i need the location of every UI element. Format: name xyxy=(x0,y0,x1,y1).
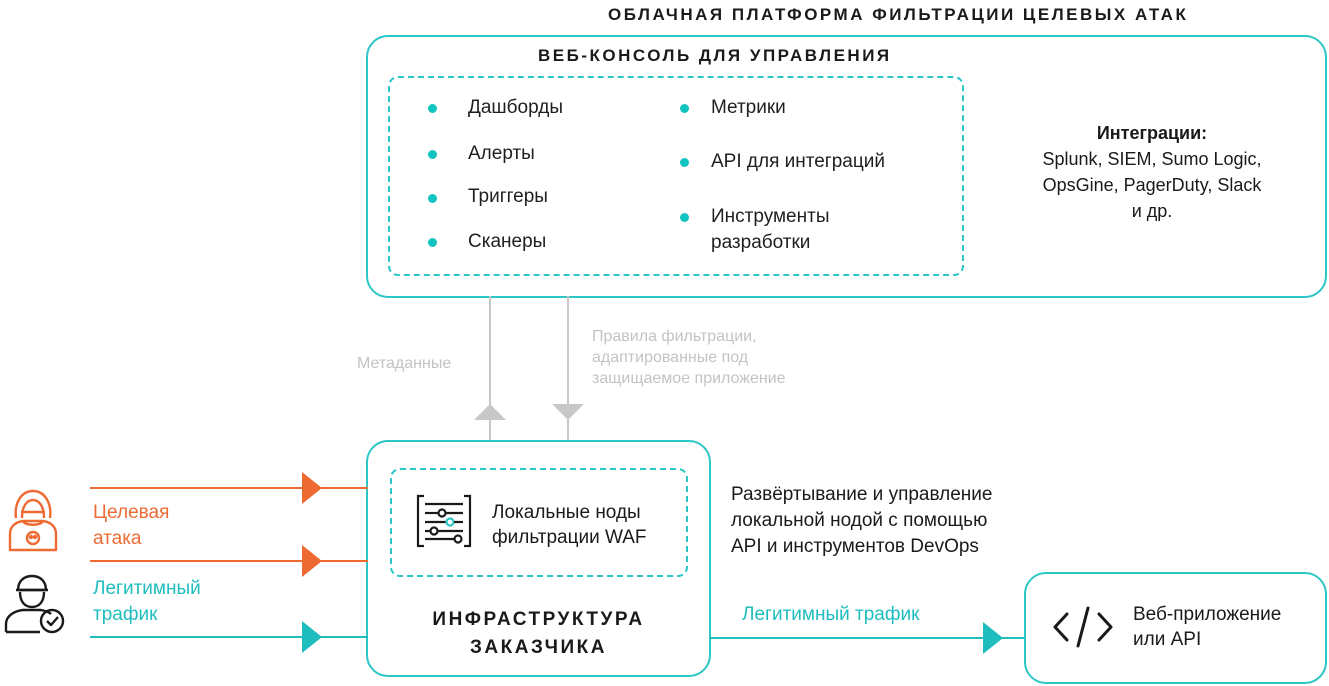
bullet xyxy=(428,150,437,159)
rules-label: Правила фильтрации, адаптированные под з… xyxy=(592,328,786,387)
feature-api: API для интеграций xyxy=(711,151,885,172)
outgoing-arrow-head xyxy=(983,622,1003,654)
integrations-line: Splunk, SIEM, Sumo Logic, xyxy=(1042,149,1262,169)
integrations-line: и др. xyxy=(1131,201,1173,221)
bullet xyxy=(680,213,689,222)
customer-infrastructure-box xyxy=(366,440,711,677)
platform-title: ОБЛАЧНАЯ ПЛАТФОРМА ФИЛЬТРАЦИИ ЦЕЛЕВЫХ АТ… xyxy=(608,5,1189,24)
feature-alerts: Алерты xyxy=(468,143,535,164)
bullet xyxy=(428,238,437,247)
feature-devtools-line2: разработки xyxy=(711,232,811,253)
deployment-text: Развёртывание и управление локальной нод… xyxy=(731,484,993,557)
metadata-arrow-head xyxy=(474,404,506,420)
metadata-label: Метаданные xyxy=(357,355,452,372)
feature-dashboards: Дашборды xyxy=(468,97,563,118)
metadata-rules-arrows xyxy=(474,296,584,441)
bullet xyxy=(680,104,689,113)
outgoing-traffic-label: Легитимный трафик xyxy=(742,604,920,625)
bullet xyxy=(680,158,689,167)
console-features-box xyxy=(388,76,964,276)
rules-arrow-head xyxy=(552,404,584,420)
waf-node-label: Локальные ноды фильтрации WAF xyxy=(492,502,647,548)
legit-arrow-head xyxy=(302,621,322,653)
console-title: ВЕБ-КОНСОЛЬ ДЛЯ УПРАВЛЕНИЯ xyxy=(538,46,892,65)
attacker-icon xyxy=(8,489,58,552)
web-console-box xyxy=(366,35,1327,298)
legit-label: Легитимный трафик xyxy=(93,578,201,625)
outgoing-traffic-arrow xyxy=(709,622,1025,654)
feature-scanners: Сканеры xyxy=(468,231,547,252)
feature-metrics: Метрики xyxy=(711,97,786,118)
integrations-line: OpsGine, PagerDuty, Slack xyxy=(1042,175,1262,195)
incoming-traffic-arrows xyxy=(90,472,368,653)
user-icon xyxy=(4,574,65,634)
web-app-box xyxy=(1024,572,1327,684)
waf-node-icon xyxy=(416,494,472,548)
code-icon xyxy=(1053,606,1113,648)
bullet xyxy=(428,194,437,203)
customer-title: ИНФРАСТРУКТУРА ЗАКАЗЧИКА xyxy=(432,609,645,658)
waf-node-box xyxy=(390,468,688,577)
attack-label: Целевая атака xyxy=(93,502,170,549)
feature-devtools-line1: Инструменты xyxy=(711,206,830,227)
integrations-heading: Интеграции: xyxy=(1096,123,1208,143)
attack-arrow-head-1 xyxy=(302,472,322,504)
integrations-block: Интеграции: Splunk, SIEM, Sumo Logic, Op… xyxy=(1000,120,1304,224)
feature-triggers: Триггеры xyxy=(468,186,548,207)
attack-arrow-head-2 xyxy=(302,545,322,577)
bullet xyxy=(428,104,437,113)
web-app-label: Веб-приложение или API xyxy=(1133,604,1282,650)
